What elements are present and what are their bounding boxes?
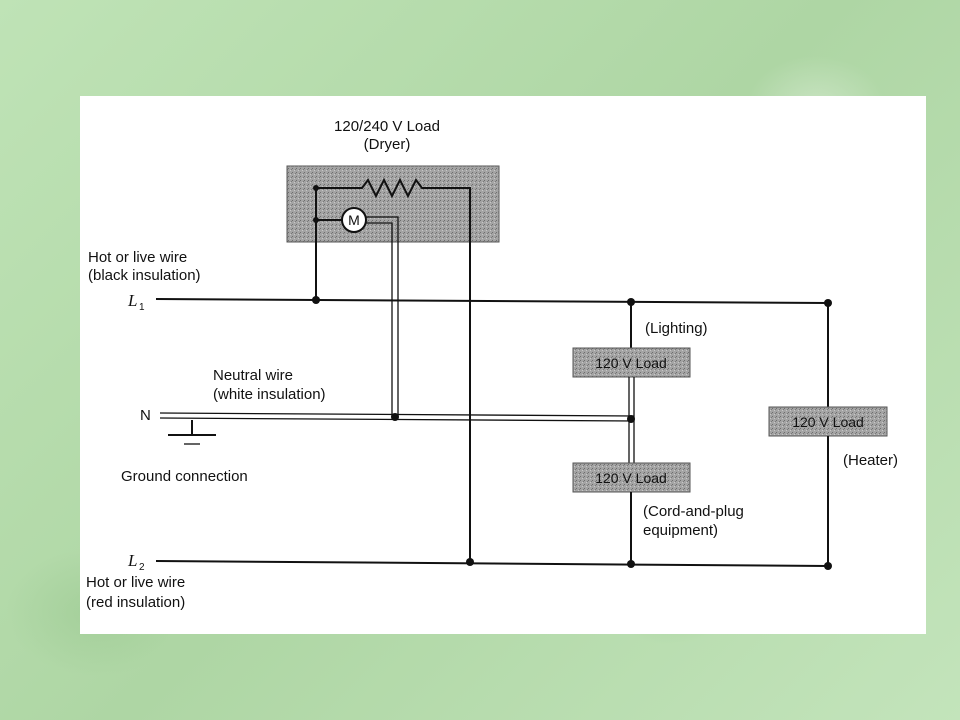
load-box-lighting [572, 347, 691, 378]
junction-dot [391, 413, 399, 421]
heater-label: (Heater) [843, 452, 898, 469]
load-box-heater [768, 406, 888, 437]
load-box-cord [572, 462, 691, 493]
l1-subscript: 1 [139, 302, 145, 313]
l2-subscript: 2 [139, 562, 145, 573]
load-lighting-label: 120 V Load [595, 355, 667, 371]
neutral-label-line2: (white insulation) [213, 386, 326, 403]
neutral-letter: N [140, 407, 151, 424]
hot-l2-label-line1: Hot or live wire [86, 574, 185, 591]
wiring-diagram: 120/240 V Load (Dryer) M 120 V Load 120 … [86, 118, 898, 611]
dryer-label-line2: (Dryer) [364, 136, 411, 153]
hot-l2-label-line2: (red insulation) [86, 594, 185, 611]
junction-dot [312, 296, 320, 304]
cord-label-line2: equipment) [643, 522, 718, 539]
dryer-label-line1: 120/240 V Load [334, 118, 440, 135]
l2-letter: L [127, 551, 137, 570]
motor-neutral-lead-b [366, 222, 393, 417]
load-heater-label: 120 V Load [792, 414, 864, 430]
l1-letter: L [127, 291, 137, 310]
motor-icon [341, 207, 367, 233]
junction-dot [313, 185, 319, 191]
l2-hot-wire [155, 560, 829, 567]
cord-label-line1: (Cord-and-plug [643, 503, 744, 520]
junction-dot [313, 217, 319, 223]
diagram-panel: 120/240 V Load (Dryer) M 120 V Load 120 … [80, 96, 926, 634]
hot-l1-label-line2: (black insulation) [88, 267, 201, 284]
dryer-load-box [286, 165, 500, 243]
ground-connection-label: Ground connection [121, 468, 248, 485]
l1-hot-wire [155, 298, 829, 304]
heating-element-wire [315, 177, 471, 562]
hot-l1-label-line1: Hot or live wire [88, 249, 187, 266]
lighting-label: (Lighting) [645, 320, 708, 337]
motor-neutral-lead-a [366, 216, 399, 417]
load-cord-label: 120 V Load [595, 470, 667, 486]
junction-dot [466, 558, 474, 566]
neutral-label-line1: Neutral wire [213, 367, 293, 384]
motor-symbol: M [348, 212, 360, 228]
